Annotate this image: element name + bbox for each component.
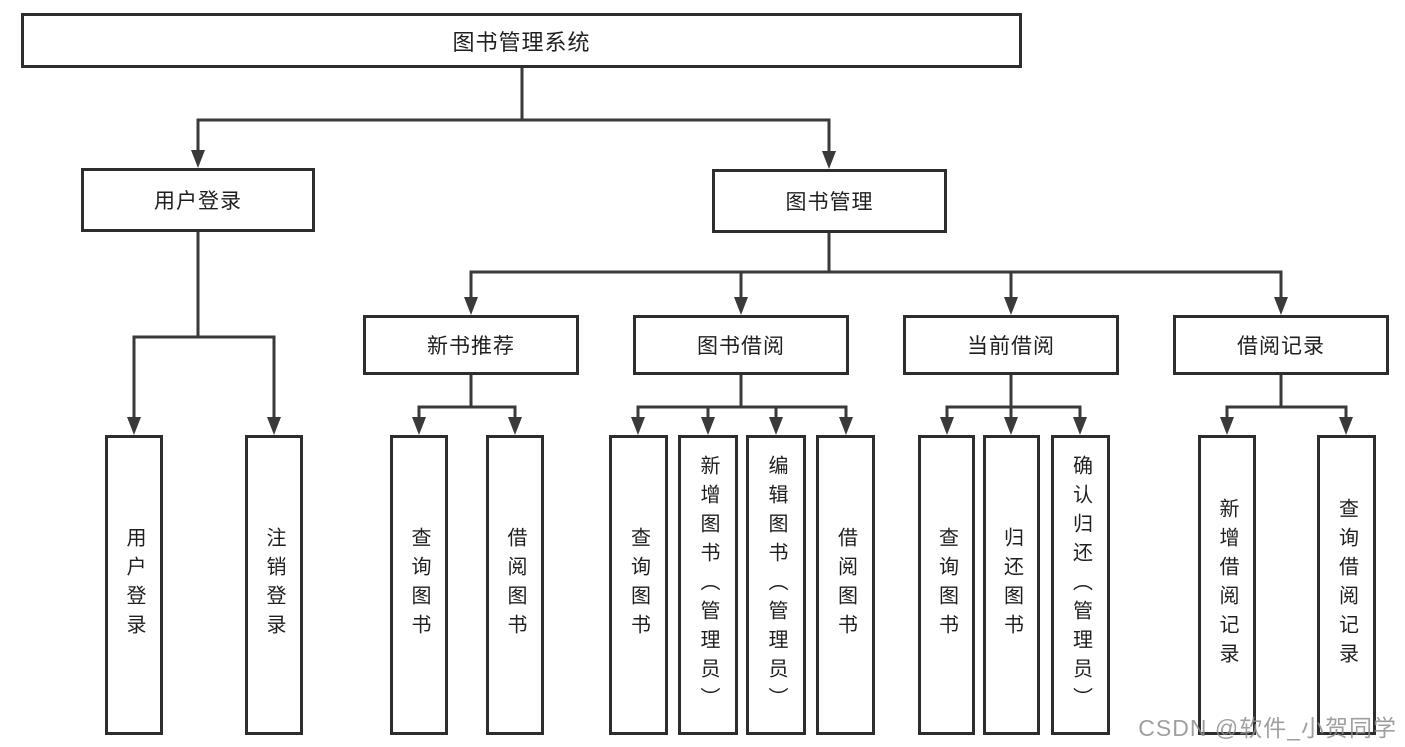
leaf-borrow-books-recommend-label: 借阅图书 — [504, 527, 526, 643]
node-borrow-records-label: 借阅记录 — [1237, 335, 1325, 358]
node-book-borrow: 图书借阅 — [633, 315, 849, 375]
leaf-borrow-books: 借阅图书 — [816, 435, 875, 735]
node-root-label: 图书管理系统 — [452, 29, 591, 55]
leaf-add-book-admin: 新增图书（管理员） — [678, 435, 738, 735]
leaf-query-books-borrow-label: 查询图书 — [627, 527, 650, 643]
leaf-confirm-return-admin-label: 确认归还（管理员） — [1069, 454, 1092, 716]
leaf-borrow-books-recommend: 借阅图书 — [486, 435, 544, 735]
node-user-login: 用户登录 — [81, 168, 315, 232]
leaf-logout: 注销登录 — [245, 435, 303, 735]
leaf-return-book: 归还图书 — [983, 435, 1040, 735]
leaf-add-borrow-record-label: 新增借阅记录 — [1216, 498, 1238, 672]
node-book-borrow-label: 图书借阅 — [697, 335, 785, 358]
node-book-management-label: 图书管理 — [785, 191, 874, 214]
arrowheads — [127, 150, 1353, 435]
leaf-logout-label: 注销登录 — [263, 527, 285, 643]
leaf-query-borrow-record-label: 查询借阅记录 — [1335, 498, 1358, 672]
leaf-query-books-recommend-label: 查询图书 — [408, 527, 430, 643]
node-borrow-records: 借阅记录 — [1173, 315, 1389, 375]
node-book-management: 图书管理 — [712, 169, 947, 233]
leaf-return-book-label: 归还图书 — [1000, 527, 1023, 643]
watermark: CSDN @软件_小贺同学 — [1138, 715, 1397, 741]
leaf-add-book-admin-label: 新增图书（管理员） — [697, 454, 719, 716]
leaf-edit-book-admin: 编辑图书（管理员） — [746, 435, 806, 735]
node-new-book-recommend: 新书推荐 — [363, 315, 579, 375]
leaf-borrow-books-label: 借阅图书 — [834, 527, 857, 643]
node-root: 图书管理系统 — [21, 13, 1022, 68]
leaf-user-login-label: 用户登录 — [123, 527, 145, 643]
leaf-user-login: 用户登录 — [105, 435, 163, 735]
node-user-login-label: 用户登录 — [154, 190, 242, 213]
leaf-query-books-recommend: 查询图书 — [390, 435, 448, 735]
leaf-confirm-return-admin: 确认归还（管理员） — [1051, 435, 1110, 735]
leaf-edit-book-admin-label: 编辑图书（管理员） — [765, 454, 787, 716]
leaf-query-borrow-record: 查询借阅记录 — [1317, 435, 1376, 735]
leaf-query-books-current: 查询图书 — [918, 435, 975, 735]
leaf-add-borrow-record: 新增借阅记录 — [1198, 435, 1256, 735]
node-current-borrow: 当前借阅 — [903, 315, 1119, 375]
node-new-book-recommend-label: 新书推荐 — [427, 335, 515, 358]
leaf-query-books-borrow: 查询图书 — [609, 435, 668, 735]
node-current-borrow-label: 当前借阅 — [967, 335, 1055, 358]
leaf-query-books-current-label: 查询图书 — [935, 527, 958, 643]
